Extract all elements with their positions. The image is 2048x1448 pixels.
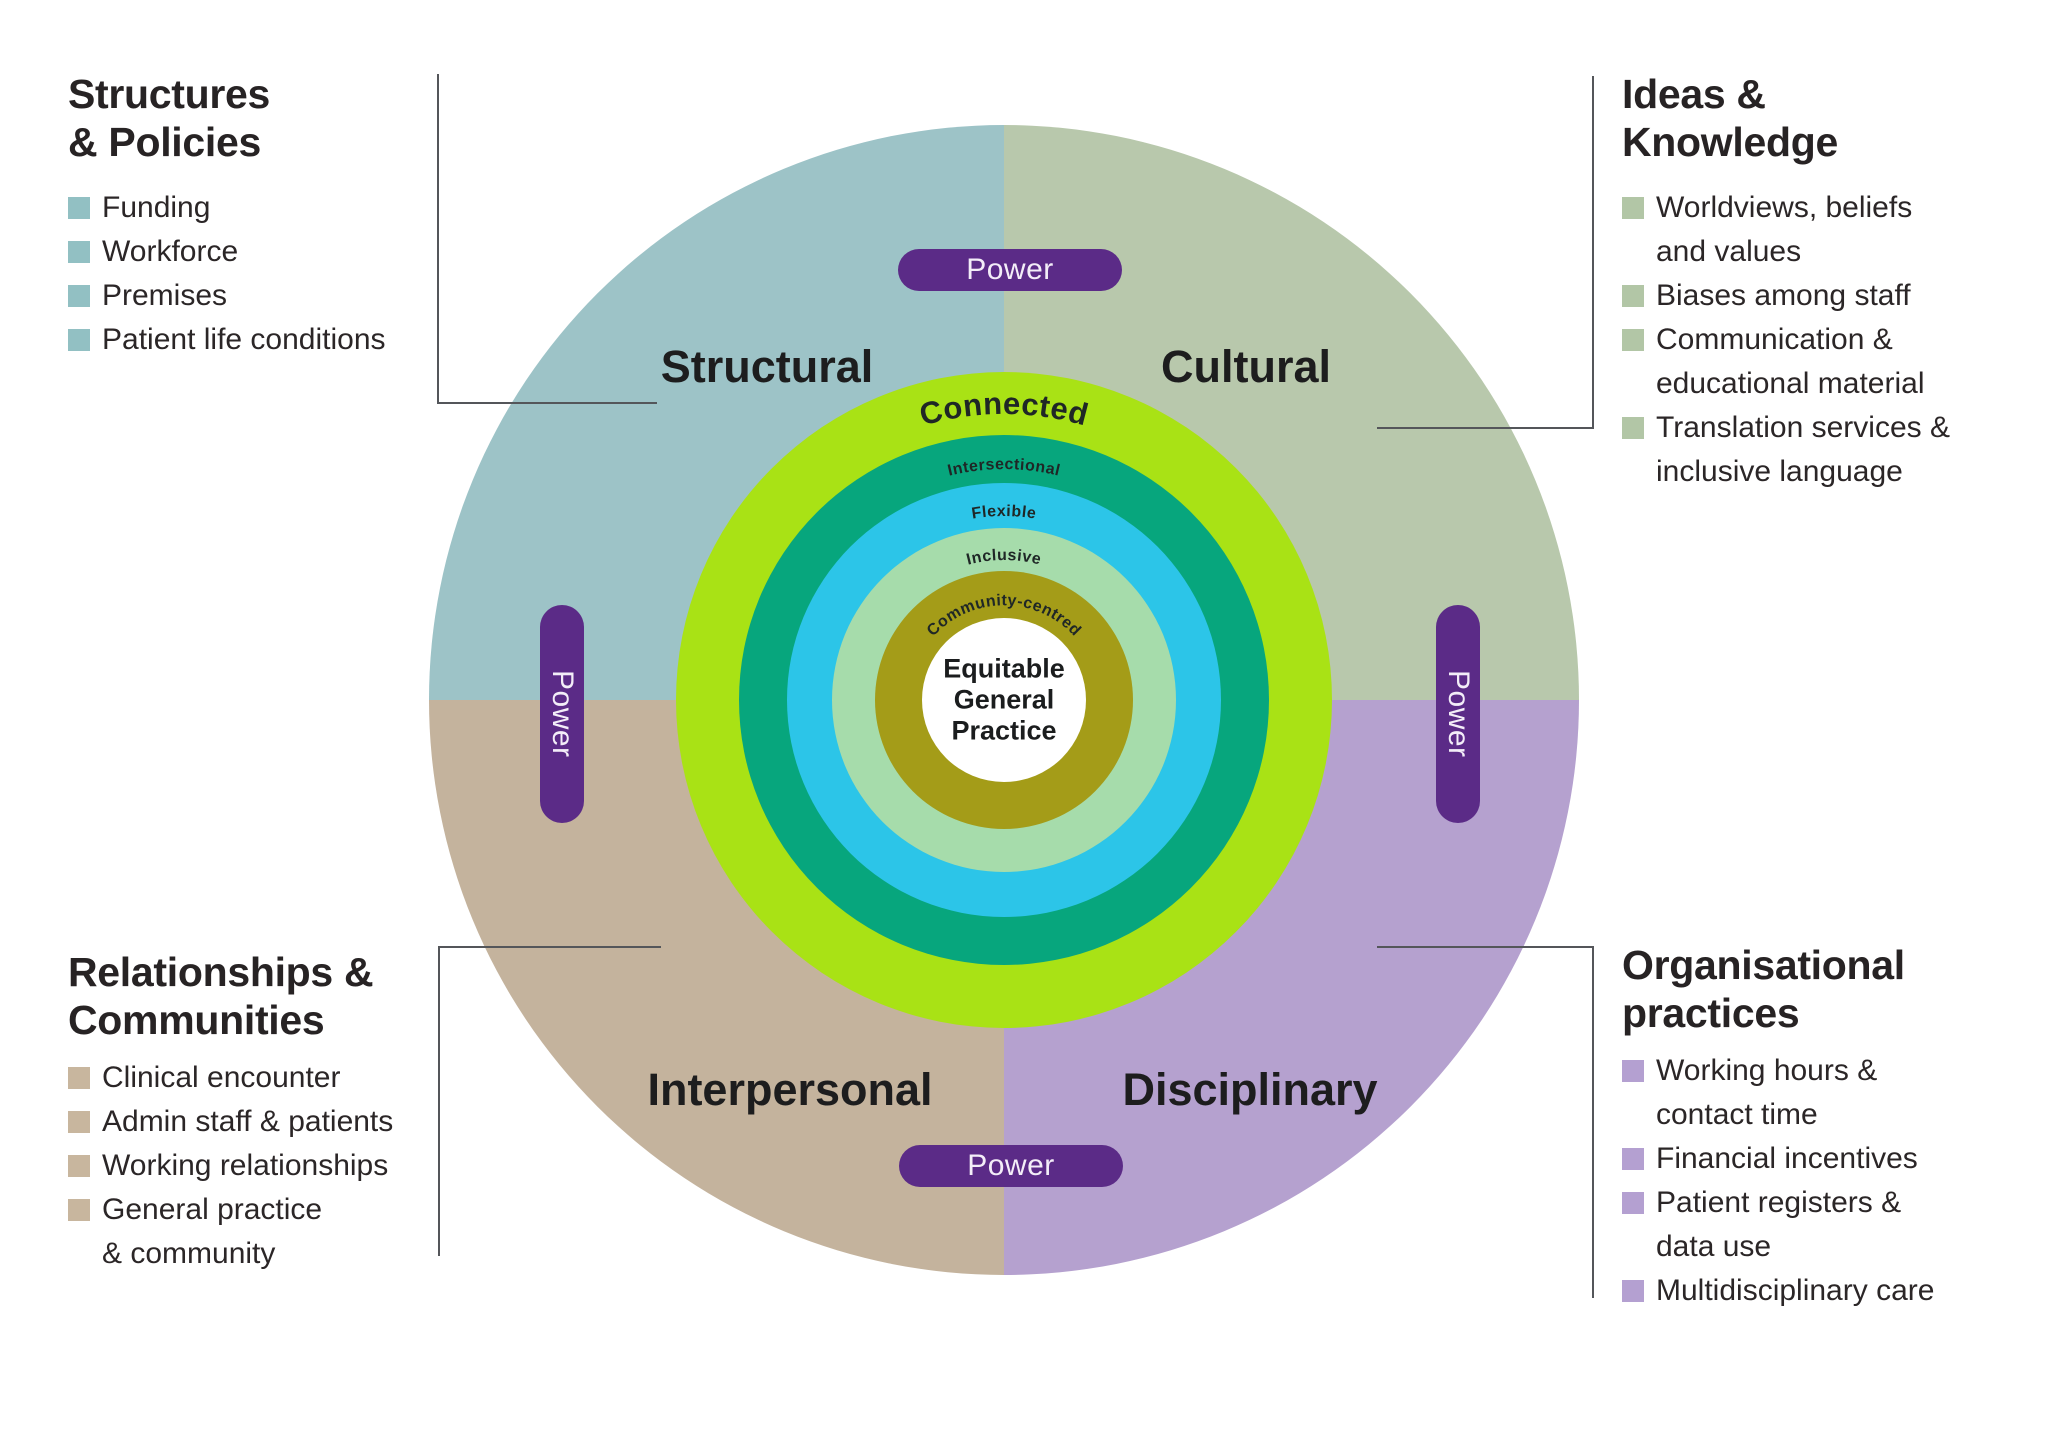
bullet-square bbox=[1622, 417, 1644, 439]
bullet-square bbox=[68, 241, 90, 263]
power-label-top: Power bbox=[966, 253, 1054, 286]
list-item: Translation services & bbox=[1622, 406, 1950, 450]
bullet-list: Working hours & contact time Financial i… bbox=[1622, 1049, 1934, 1313]
power-pill-bottom: Power bbox=[899, 1145, 1123, 1187]
power-label-left: Power bbox=[546, 670, 579, 758]
list-item: Premises bbox=[68, 274, 386, 318]
center-label: Equitable General Practice bbox=[943, 654, 1065, 747]
list-item-text: Financial incentives bbox=[1656, 1142, 1918, 1175]
quadrant-label-structural: Structural bbox=[660, 341, 874, 392]
bullet-square bbox=[1622, 197, 1644, 219]
list-item-text: Admin staff & patients bbox=[102, 1105, 394, 1138]
list-item-text: Working hours & bbox=[1656, 1054, 1878, 1087]
list-item: Working hours & bbox=[1622, 1049, 1934, 1093]
bullet-square bbox=[1622, 329, 1644, 351]
bullet-square bbox=[1622, 1192, 1644, 1214]
quadrant-label-cultural: Cultural bbox=[1160, 341, 1332, 392]
corner-heading: Structures & Policies bbox=[68, 71, 271, 165]
power-label-bottom: Power bbox=[967, 1149, 1055, 1182]
list-item: contact time bbox=[1622, 1093, 1934, 1137]
list-item-text: Translation services & bbox=[1656, 411, 1950, 444]
list-item: Working relationships bbox=[68, 1144, 393, 1188]
list-item-text: & community bbox=[102, 1237, 276, 1270]
list-item-text: Biases among staff bbox=[1656, 279, 1911, 312]
list-item: Clinical encounter bbox=[68, 1056, 393, 1100]
corner-organisational-practices: Organisational practices Working hours &… bbox=[1622, 941, 1934, 1307]
corner-structures-policies: Structures & Policies Funding Workforce … bbox=[68, 70, 386, 356]
connector-top-right-horizontal bbox=[1377, 427, 1594, 429]
list-item: Worldviews, beliefs bbox=[1622, 186, 1950, 230]
list-item-text: Clinical encounter bbox=[102, 1061, 341, 1094]
connector-bottom-right-vertical bbox=[1592, 946, 1594, 1298]
list-item-text: and values bbox=[1656, 235, 1802, 268]
list-item-text: Working relationships bbox=[102, 1149, 389, 1182]
list-item: Multidisciplinary care bbox=[1622, 1269, 1934, 1313]
list-item: Biases among staff bbox=[1622, 274, 1950, 318]
bullet-square bbox=[68, 1067, 90, 1089]
list-item: Patient registers & bbox=[1622, 1181, 1934, 1225]
list-item-text: contact time bbox=[1656, 1098, 1818, 1131]
list-item-text: Patient registers & bbox=[1656, 1186, 1902, 1219]
bullet-square bbox=[68, 1111, 90, 1133]
list-item: Workforce bbox=[68, 230, 386, 274]
connector-top-right-vertical bbox=[1592, 76, 1594, 429]
center-label-line3: Practice bbox=[951, 715, 1057, 746]
connector-top-left-vertical bbox=[437, 74, 439, 404]
power-label-right: Power bbox=[1442, 670, 1475, 758]
connector-bottom-right-horizontal bbox=[1377, 946, 1594, 948]
list-item-text: Premises bbox=[102, 279, 228, 312]
list-item: Financial incentives bbox=[1622, 1137, 1934, 1181]
list-item-text: Communication & bbox=[1656, 323, 1893, 356]
list-item-text: Funding bbox=[102, 191, 211, 224]
list-item: and values bbox=[1622, 230, 1950, 274]
corner-heading: Ideas & Knowledge bbox=[1622, 71, 1838, 165]
bullet-square bbox=[1622, 1148, 1644, 1170]
list-item-text: data use bbox=[1656, 1230, 1772, 1263]
power-pill-left: Power bbox=[540, 605, 584, 823]
list-item-text: General practice bbox=[102, 1193, 323, 1226]
connector-top-left-horizontal bbox=[437, 402, 657, 404]
bullet-square bbox=[1622, 1060, 1644, 1082]
list-item: Admin staff & patients bbox=[68, 1100, 393, 1144]
bullet-square bbox=[68, 1155, 90, 1177]
center-label-line1: Equitable bbox=[943, 653, 1065, 684]
bullet-square bbox=[68, 197, 90, 219]
bullet-list: Funding Workforce Premises Patient life … bbox=[68, 186, 386, 362]
bullet-list: Clinical encounter Admin staff & patient… bbox=[68, 1056, 393, 1276]
list-item: General practice bbox=[68, 1188, 393, 1232]
list-item-text: Workforce bbox=[102, 235, 239, 268]
connector-bottom-left-vertical bbox=[438, 946, 440, 1256]
list-item: & community bbox=[68, 1232, 393, 1276]
power-pill-top: Power bbox=[898, 249, 1122, 291]
quadrant-label-disciplinary: Disciplinary bbox=[1122, 1064, 1378, 1115]
center-circle bbox=[922, 618, 1086, 782]
bullet-list: Worldviews, beliefs and values Biases am… bbox=[1622, 186, 1950, 494]
power-pill-right: Power bbox=[1436, 605, 1480, 823]
list-item: Funding bbox=[68, 186, 386, 230]
list-item: data use bbox=[1622, 1225, 1934, 1269]
bullet-square bbox=[68, 285, 90, 307]
center-label-line2: General bbox=[953, 684, 1055, 715]
quadrant-label-interpersonal: Interpersonal bbox=[647, 1064, 933, 1115]
connector-bottom-left-horizontal bbox=[438, 946, 661, 948]
list-item-text: Multidisciplinary care bbox=[1656, 1274, 1935, 1307]
bullet-square bbox=[1622, 285, 1644, 307]
list-item: Communication & bbox=[1622, 318, 1950, 362]
list-item: Patient life conditions bbox=[68, 318, 386, 362]
bullet-square bbox=[68, 1199, 90, 1221]
list-item-text: educational material bbox=[1656, 367, 1925, 400]
list-item: educational material bbox=[1622, 362, 1950, 406]
list-item-text: Patient life conditions bbox=[102, 323, 386, 356]
corner-heading: Organisational practices bbox=[1622, 942, 1905, 1036]
bullet-square bbox=[1622, 1280, 1644, 1302]
corner-heading: Relationships & Communities bbox=[68, 949, 374, 1043]
bullet-square bbox=[68, 329, 90, 351]
list-item-text: Worldviews, beliefs bbox=[1656, 191, 1913, 224]
corner-relationships-communities: Relationships & Communities Clinical enc… bbox=[68, 948, 393, 1270]
list-item: inclusive language bbox=[1622, 450, 1950, 494]
corner-ideas-knowledge: Ideas & Knowledge Worldviews, beliefs an… bbox=[1622, 70, 1950, 488]
list-item-text: inclusive language bbox=[1656, 455, 1903, 488]
